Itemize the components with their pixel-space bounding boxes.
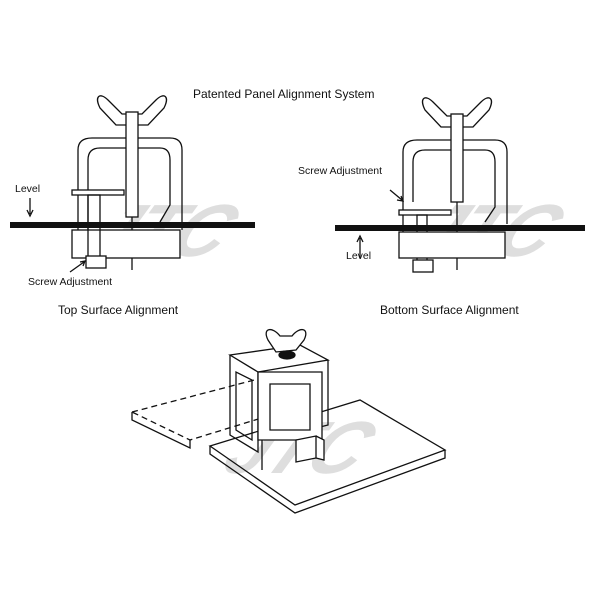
panel-bottom-surface xyxy=(335,225,585,231)
level-arrow-icon xyxy=(26,198,34,218)
wing-nut-icon xyxy=(265,329,307,353)
level-arrow-icon xyxy=(356,234,364,258)
bottom-screw-label: Screw Adjustment xyxy=(298,165,383,177)
panel-top-surface xyxy=(10,222,255,228)
top-surface-caption: Top Surface Alignment xyxy=(58,303,179,317)
bottom-level-label: Level xyxy=(346,250,372,262)
diagram-title: Patented Panel Alignment System xyxy=(193,87,375,101)
top-level-label: Level xyxy=(15,183,41,195)
top-screw-label: Screw Adjustment xyxy=(28,276,113,288)
wing-nut-icon xyxy=(96,95,168,126)
bottom-surface-clamp xyxy=(398,97,508,273)
top-surface-clamp xyxy=(71,95,183,270)
isometric-clamp xyxy=(130,329,447,514)
bottom-surface-caption: Bottom Surface Alignment xyxy=(380,303,519,317)
screw-arrow-icon xyxy=(389,189,405,202)
wing-nut-icon xyxy=(421,97,493,128)
screw-arrow-icon xyxy=(69,260,87,273)
